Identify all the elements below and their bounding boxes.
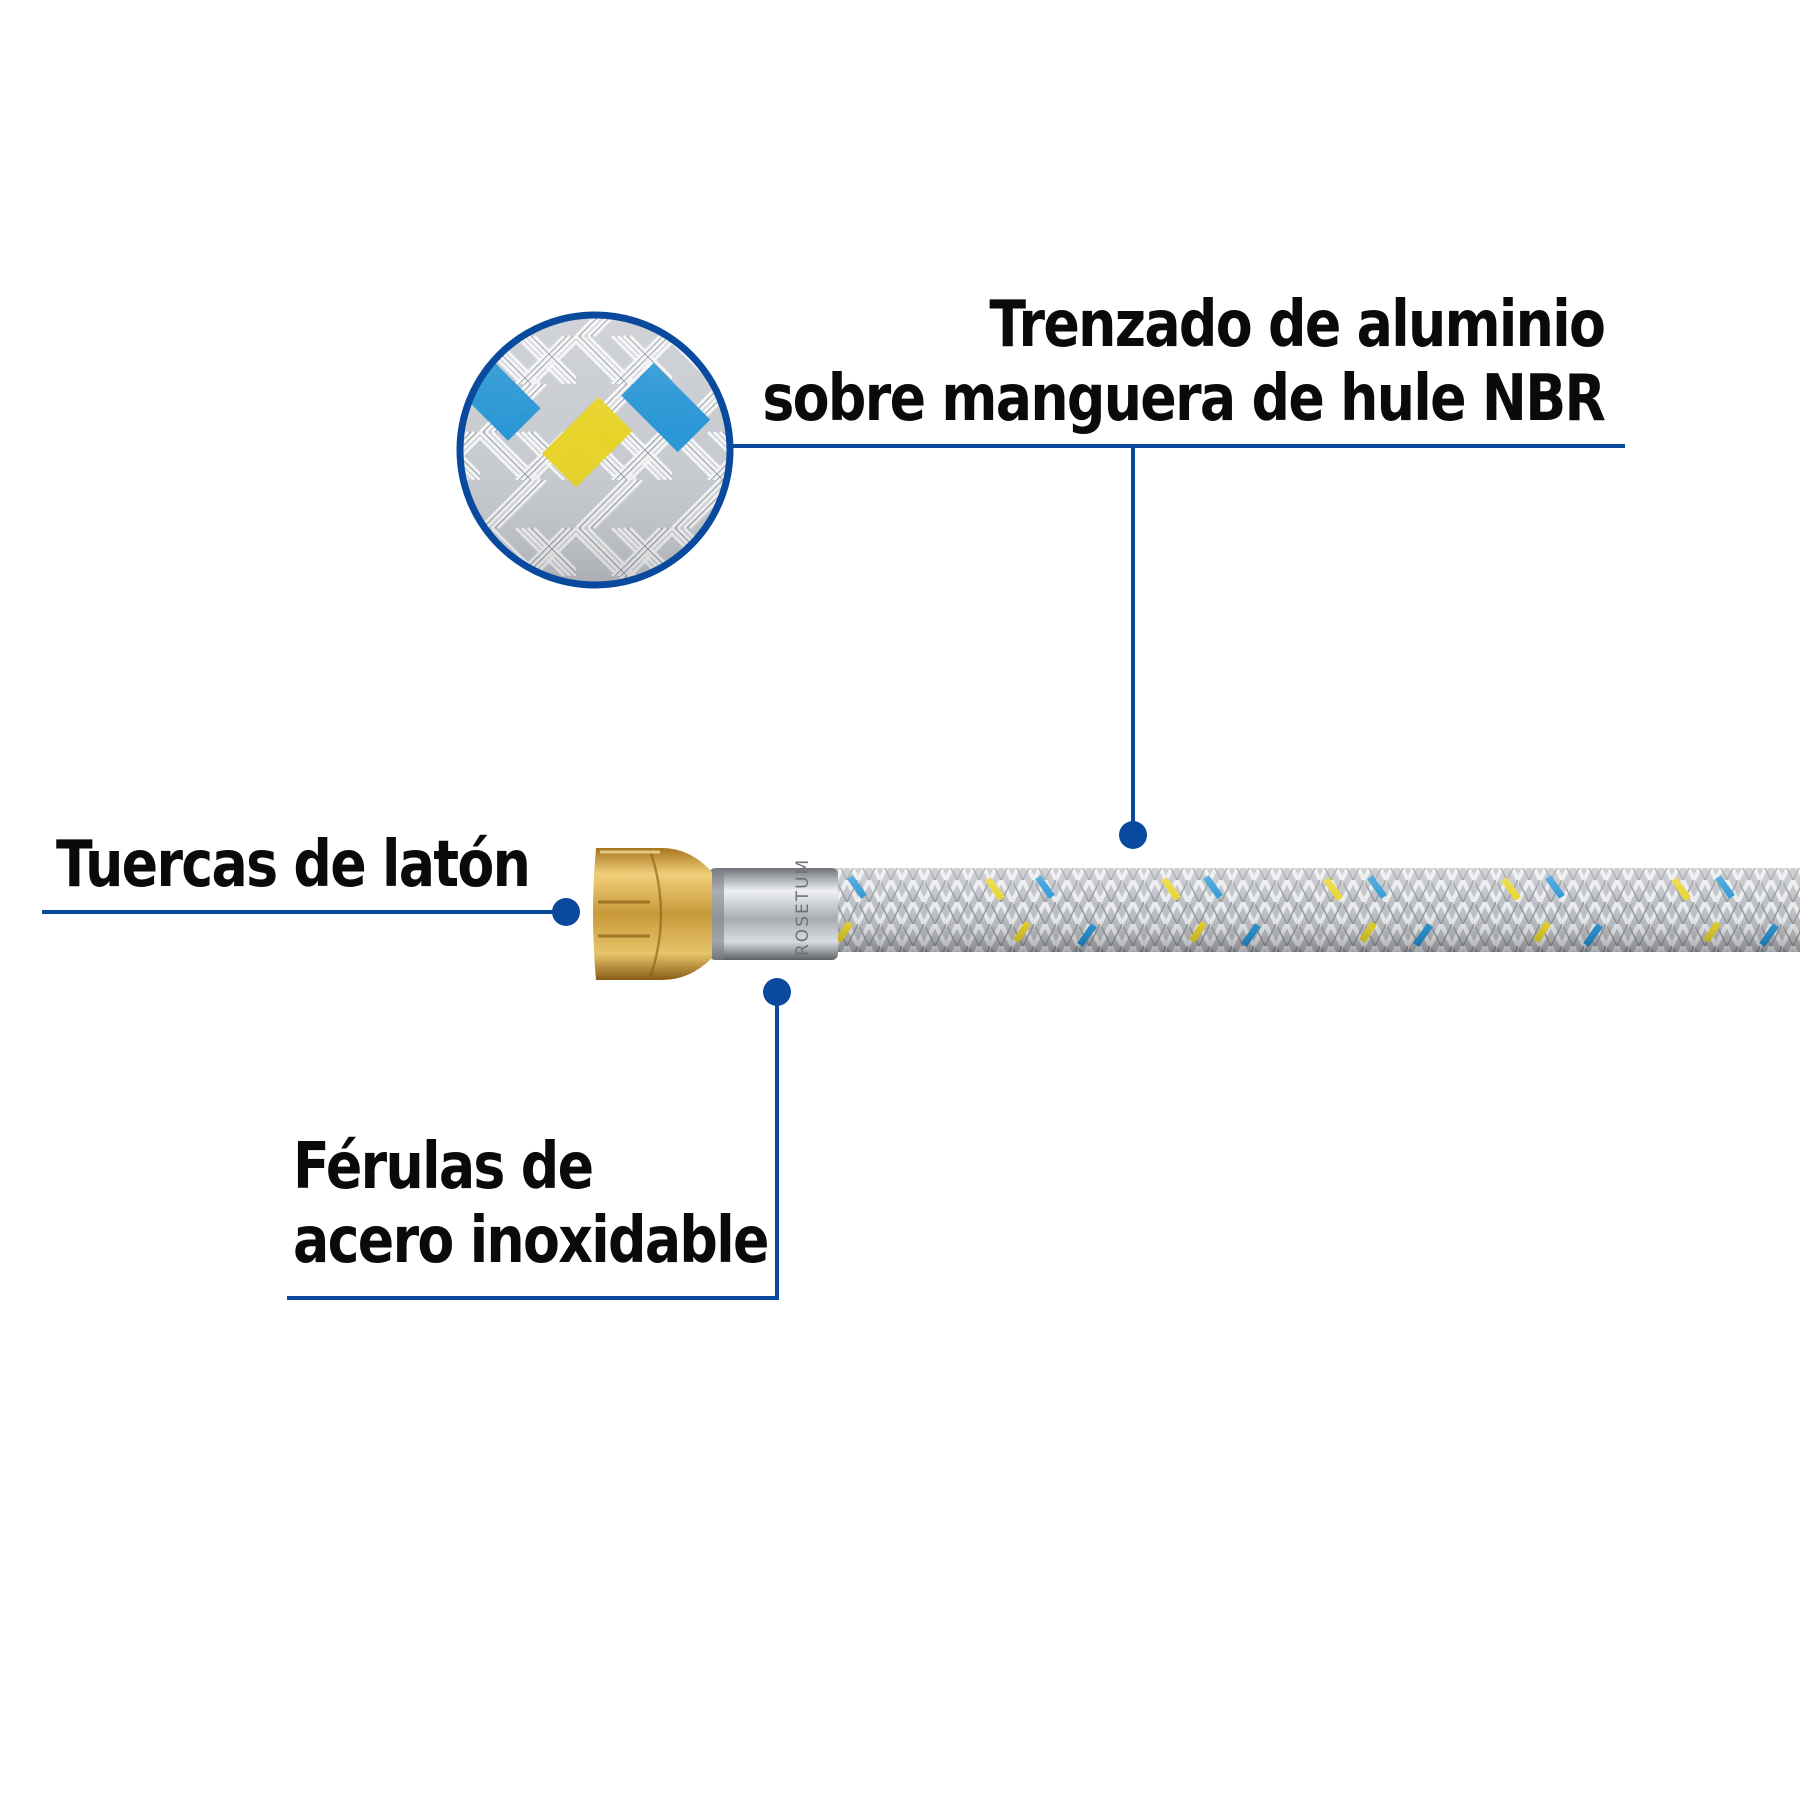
callout-dot-ferrules: [763, 978, 791, 1006]
label-nuts-text: Tuercas de latón: [56, 828, 531, 902]
callout-line-ferrules: [287, 992, 779, 1300]
callout-lines: [42, 444, 1625, 1300]
label-nuts: Tuercas de latón: [56, 828, 531, 902]
brass-nut: [593, 848, 712, 980]
callout-dot-nuts: [552, 898, 580, 926]
braid-zoom-circle: [456, 311, 734, 589]
hose: [834, 868, 1800, 952]
label-ferrules-line2: acero inoxidable: [293, 1204, 769, 1278]
brass-nut-body: [593, 848, 712, 980]
callout-dot-braid: [1119, 821, 1147, 849]
ferrule-marking: ROSETUM: [793, 858, 813, 956]
callout-dots: [552, 821, 1147, 1006]
braid-zoom-ring: [456, 311, 734, 589]
label-ferrules: Férulas de acero inoxidable: [293, 1130, 769, 1278]
ferrule-body: [710, 868, 838, 960]
label-braid: Trenzado de aluminio sobre manguera de h…: [762, 288, 1606, 436]
label-ferrules-line1: Férulas de: [293, 1130, 594, 1204]
ferrule: ROSETUM: [710, 858, 838, 960]
label-braid-line2: sobre manguera de hule NBR: [762, 362, 1606, 436]
label-braid-line1: Trenzado de aluminio: [989, 288, 1606, 362]
